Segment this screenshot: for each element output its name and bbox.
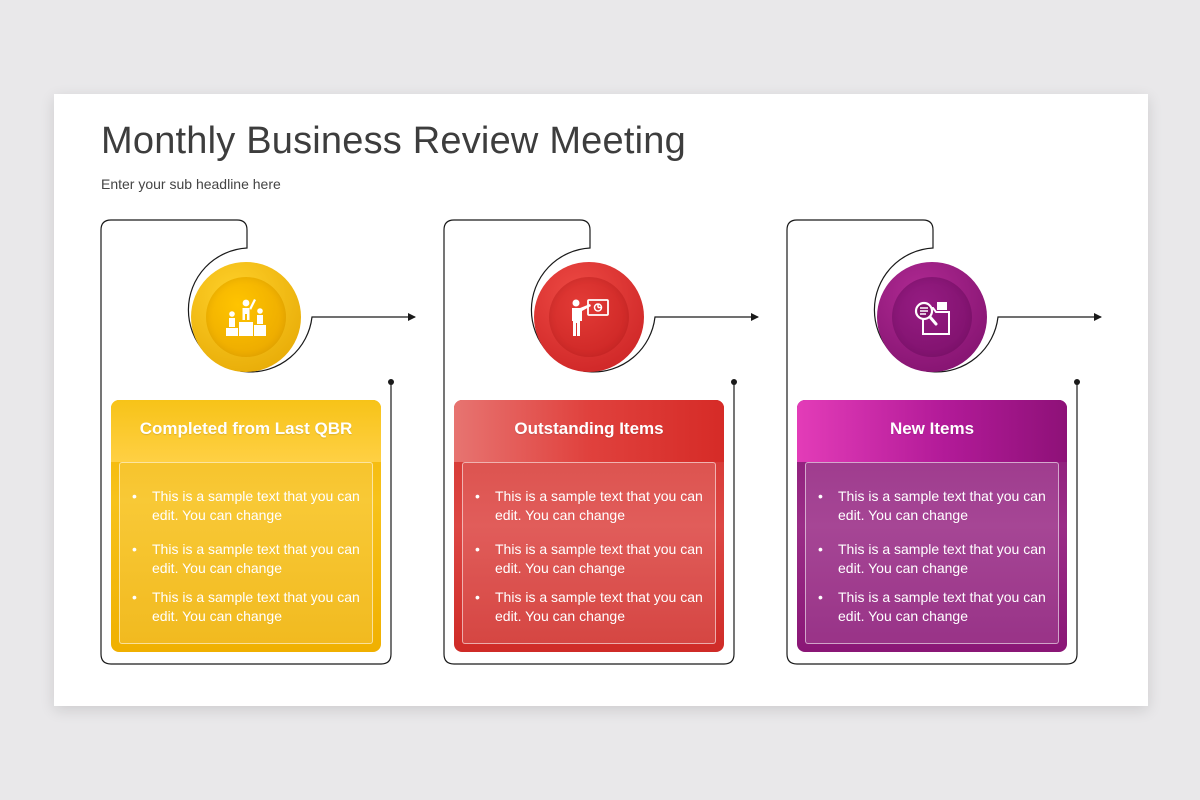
bullet-item: This is a sample text that you can edit.… bbox=[132, 487, 367, 525]
connector-lines bbox=[100, 219, 1102, 665]
step-2-badge bbox=[534, 262, 644, 372]
slide-title: Monthly Business Review Meeting bbox=[101, 120, 686, 162]
bullet-item: This is a sample text that you can edit.… bbox=[818, 588, 1053, 626]
bullet-item: This is a sample text that you can edit.… bbox=[818, 540, 1053, 578]
bullet-item: This is a sample text that you can edit.… bbox=[818, 487, 1053, 525]
connector-step-2 bbox=[443, 219, 759, 665]
folder-search-icon bbox=[914, 301, 950, 335]
bullet-item: This is a sample text that you can edit.… bbox=[132, 588, 367, 626]
step-1-badge bbox=[191, 262, 301, 372]
step-2-panel: This is a sample text that you can edit.… bbox=[462, 462, 716, 644]
step-3-title: New Items bbox=[889, 419, 975, 438]
slide-subtitle: Enter your sub headline here bbox=[101, 176, 281, 192]
step-2-card: Outstanding Items This is a sample text … bbox=[454, 400, 724, 652]
step-3-panel: This is a sample text that you can edit.… bbox=[805, 462, 1059, 644]
step-1-card: Completed from Last QBR This is a sample… bbox=[111, 400, 381, 652]
step-3-card: New Items This is a sample text that you… bbox=[797, 400, 1067, 652]
connector-step-3 bbox=[786, 219, 1102, 665]
step-2-title: Outstanding Items bbox=[514, 419, 664, 438]
step-1-title: Completed from Last QBR bbox=[139, 419, 353, 438]
connector-step-1 bbox=[100, 219, 416, 665]
step-1-card-header: Completed from Last QBR bbox=[111, 400, 381, 462]
bullet-item: This is a sample text that you can edit.… bbox=[475, 540, 710, 578]
step-2-card-header: Outstanding Items bbox=[454, 400, 724, 462]
step-3-card-header: New Items bbox=[797, 400, 1067, 462]
step-1-panel: This is a sample text that you can edit.… bbox=[119, 462, 373, 644]
bullet-item: This is a sample text that you can edit.… bbox=[475, 487, 710, 525]
podium-winners-icon bbox=[226, 299, 266, 336]
step-3-badge bbox=[877, 262, 987, 372]
slide: Monthly Business Review Meeting Enter yo… bbox=[54, 94, 1148, 706]
bullet-item: This is a sample text that you can edit.… bbox=[475, 588, 710, 626]
bullet-item: This is a sample text that you can edit.… bbox=[132, 540, 367, 578]
presenter-board-icon bbox=[572, 299, 609, 336]
